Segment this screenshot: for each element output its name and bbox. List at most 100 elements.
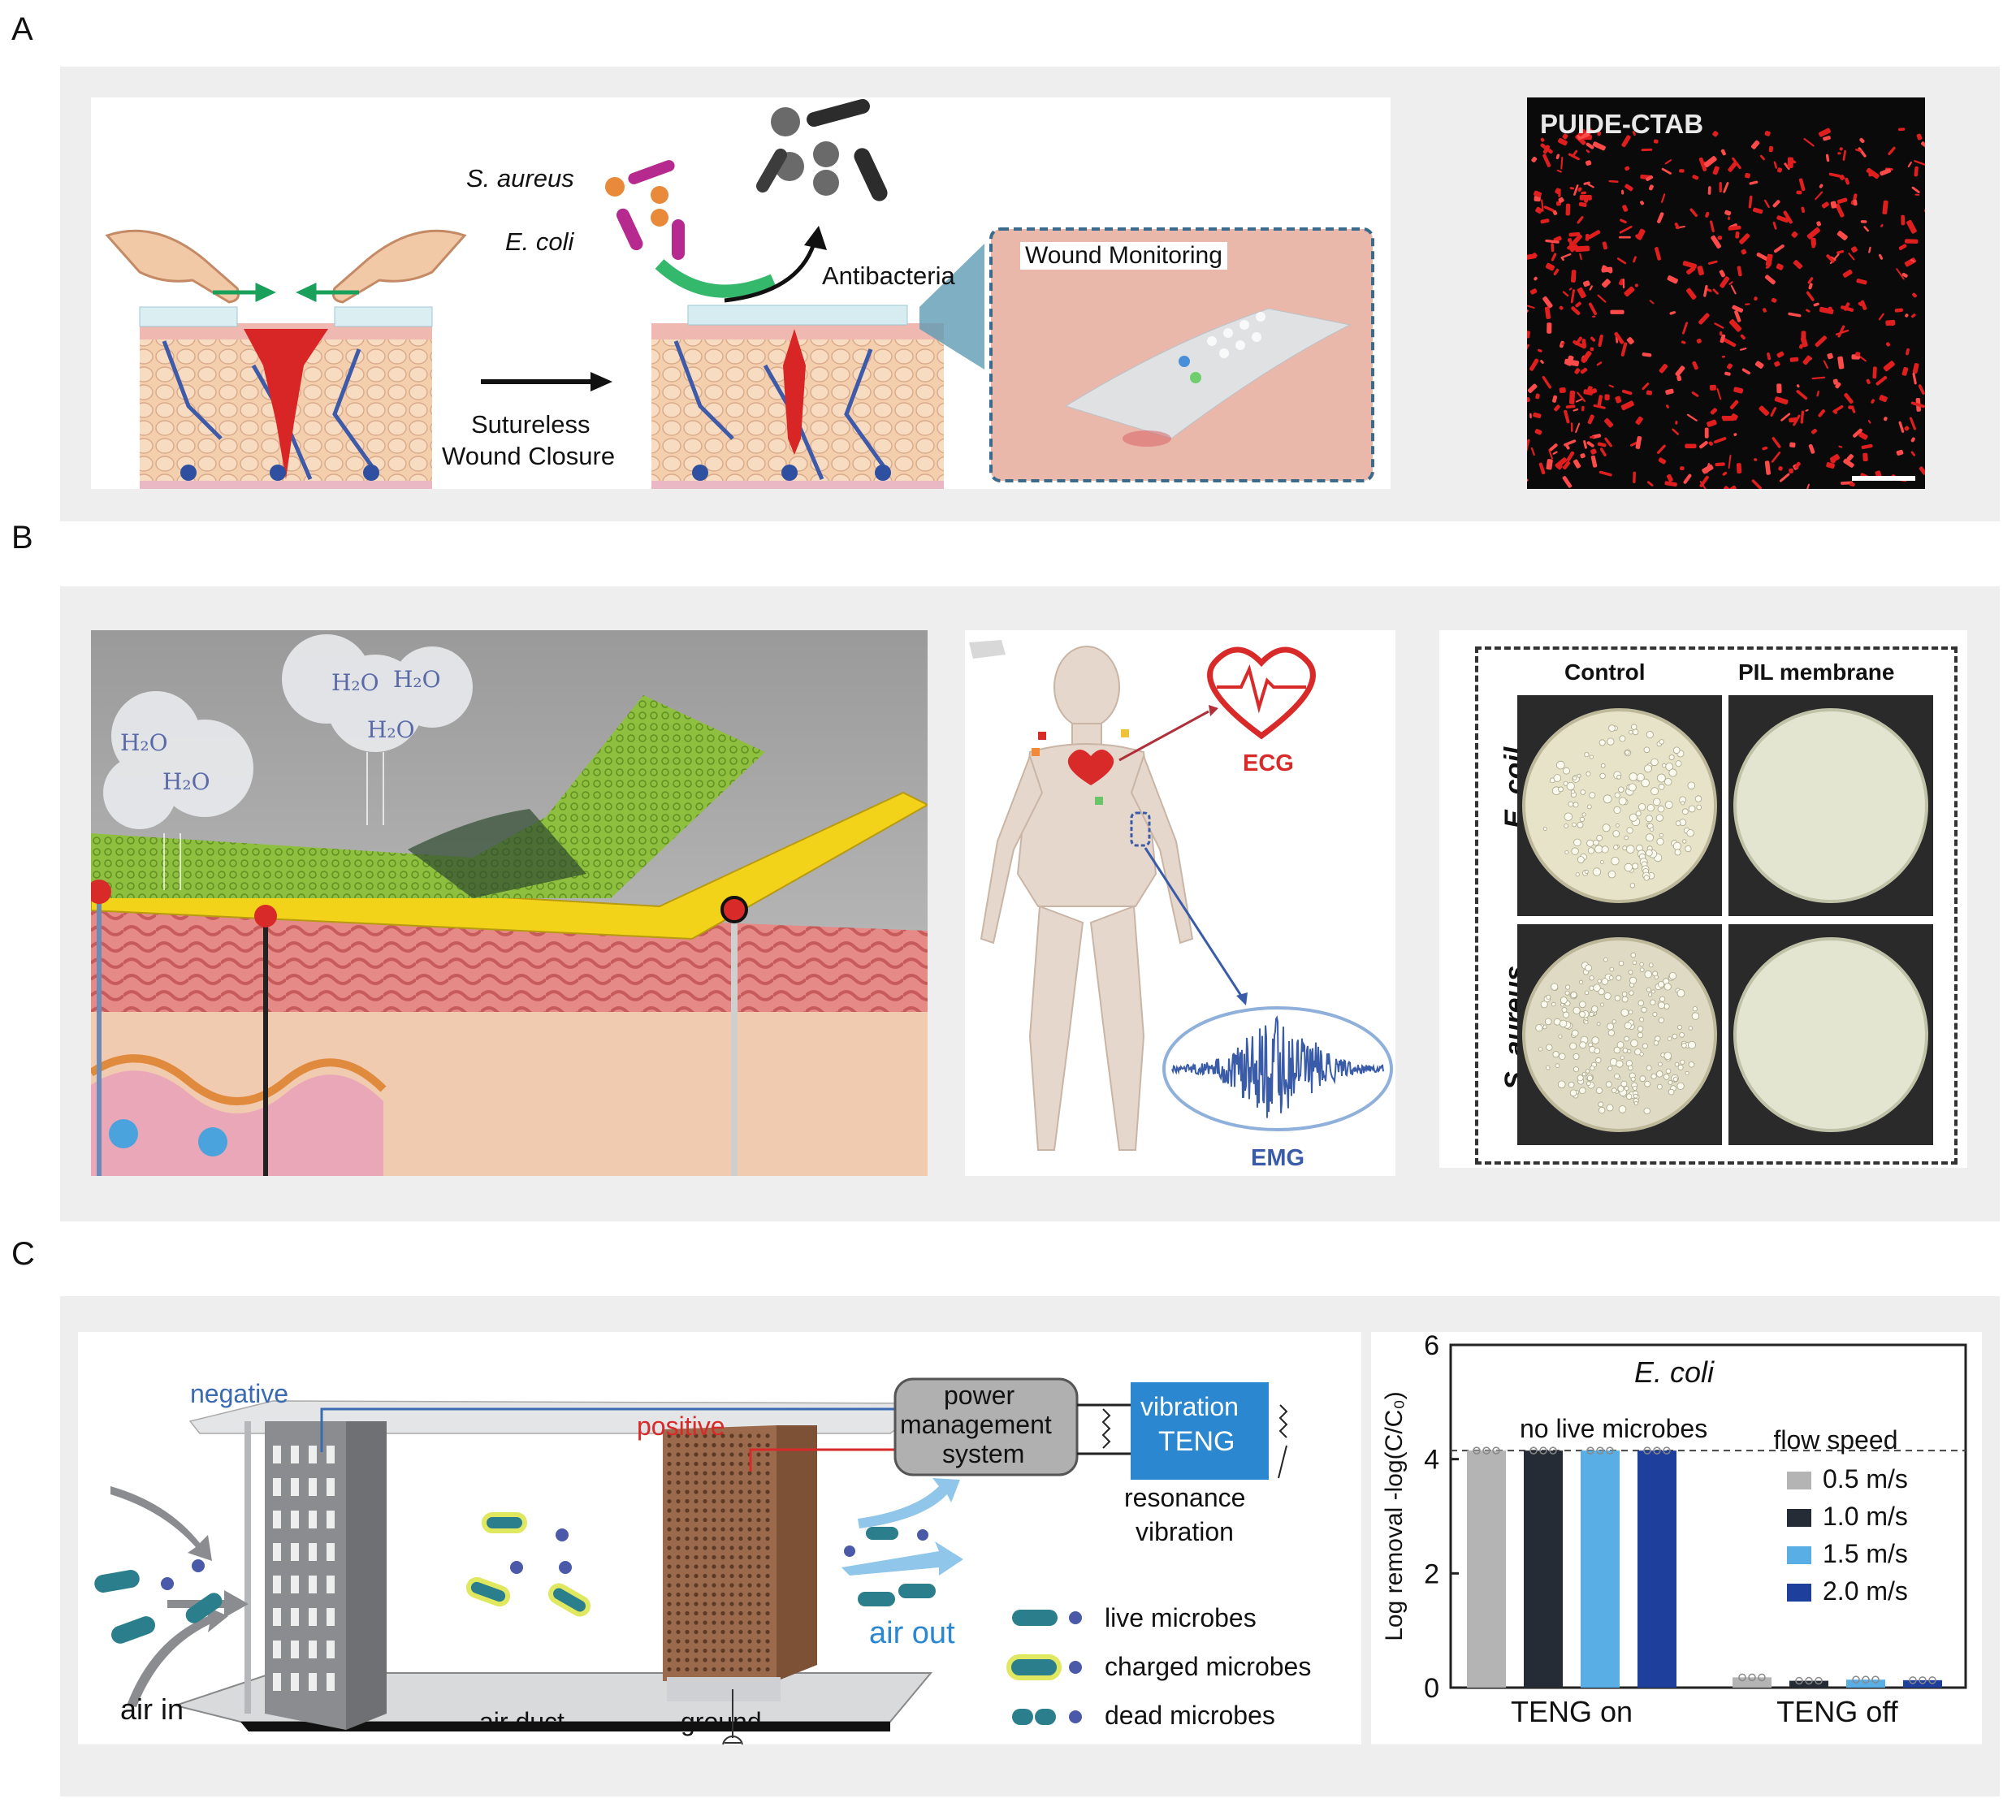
colony-dot (1692, 1006, 1698, 1012)
positive-label: positive (637, 1411, 725, 1441)
bacteria-speckle (1745, 172, 1750, 179)
bacteria-speckle (1707, 260, 1718, 265)
mesh-dot (720, 1480, 725, 1485)
bacteria-speckle (1808, 283, 1813, 290)
mesh-dot (685, 1667, 690, 1672)
colony-dot (1675, 820, 1681, 827)
mesh-dot (765, 1498, 770, 1504)
mesh-dot (667, 1471, 672, 1476)
colony-dot (1672, 841, 1681, 850)
bacteria-speckle (1720, 334, 1726, 344)
bacteria-speckle (1540, 360, 1544, 364)
mesh-dot (676, 1639, 681, 1644)
bacteria-speckle (1712, 131, 1719, 137)
bacteria-speckle (1741, 368, 1750, 375)
grid-hole (273, 1511, 281, 1528)
bacteria-speckle (1912, 372, 1917, 385)
colony-dot (1579, 816, 1586, 822)
bacteria-speckle (1768, 145, 1774, 153)
colony-dot (1620, 1080, 1628, 1087)
bacteria-speckle (1793, 260, 1803, 270)
bacteria-speckle (1854, 149, 1862, 153)
legend-dead-label: dead microbes (1105, 1701, 1275, 1730)
bacteria-speckle (1568, 231, 1581, 237)
colony-dot (1621, 991, 1628, 997)
bacteria-speckle (1796, 384, 1800, 388)
mesh-dot (738, 1527, 743, 1532)
mesh-dot (720, 1536, 725, 1541)
colony-dot (1616, 975, 1622, 981)
bacteria-speckle (1659, 364, 1668, 374)
mesh-dot (703, 1564, 707, 1569)
mesh-dot (747, 1592, 752, 1597)
bacteria-speckle (1563, 460, 1571, 470)
bacteria-speckle (1591, 315, 1596, 318)
mesh-dot (738, 1564, 743, 1569)
bacteria-speckle (1578, 201, 1587, 207)
colony-dot (1584, 1020, 1589, 1025)
colony-dot (1668, 768, 1677, 777)
bacteria-speckle (1672, 428, 1680, 435)
mesh-dot (729, 1620, 734, 1625)
colony-dot (1643, 1107, 1650, 1115)
colony-dot (1603, 992, 1612, 1000)
mesh-dot (676, 1433, 681, 1438)
mesh-dot (738, 1629, 743, 1635)
mesh-dot (747, 1639, 752, 1644)
mesh-dot (667, 1489, 672, 1494)
mesh-dot (676, 1442, 681, 1448)
bar (1733, 1677, 1772, 1688)
bacteria-speckle (1722, 471, 1728, 476)
mesh-dot (685, 1498, 690, 1504)
bacteria-speckle (1837, 152, 1841, 155)
colony-dot (1644, 1080, 1651, 1087)
data-point (1852, 1675, 1860, 1684)
mesh-dot (756, 1648, 761, 1654)
bacteria-speckle (1735, 231, 1740, 239)
bacteria-speckle (1821, 201, 1829, 209)
mesh-dot (712, 1480, 716, 1485)
bacteria-speckle (1602, 279, 1611, 288)
colony-dot (1674, 1061, 1680, 1067)
bacteria-speckle (1836, 197, 1848, 204)
colony-dot (1675, 760, 1682, 767)
colony-dot (1630, 724, 1637, 730)
bacteria-speckle (1558, 137, 1568, 146)
mesh-dot (676, 1554, 681, 1560)
bacteria-speckle (1562, 476, 1573, 488)
mesh-dot (685, 1433, 690, 1438)
mesh-dot (712, 1564, 716, 1569)
scale-bar (1852, 476, 1915, 481)
colony-dot (1630, 952, 1637, 958)
mesh-dot (765, 1489, 770, 1494)
bacteria-speckle (1728, 281, 1733, 285)
mesh-dot (747, 1545, 752, 1550)
colony-dot (1622, 1048, 1629, 1053)
colony-dot (1677, 1024, 1683, 1030)
colony-dot (1628, 783, 1637, 792)
bacteria-speckle (1703, 156, 1717, 168)
colony-dot (1674, 849, 1681, 856)
mesh-dot (756, 1610, 761, 1616)
grid-hole (291, 1608, 299, 1626)
grid-hole (273, 1576, 281, 1593)
bacteria-speckle (1910, 259, 1915, 262)
colony-dot (1546, 1066, 1551, 1070)
colony-dot (1657, 805, 1665, 813)
bacteria-speckle (1816, 390, 1819, 397)
bacteria-speckle (1739, 348, 1747, 351)
bacteria-speckle (1602, 241, 1607, 250)
colony-dot (1663, 1052, 1672, 1061)
colony-dot (1643, 746, 1650, 754)
colony-dot (1656, 773, 1666, 783)
bacteria-speckle (1597, 131, 1602, 136)
mesh-dot (694, 1554, 699, 1560)
mesh-dot (703, 1639, 707, 1644)
mesh-dot (738, 1545, 743, 1550)
annotation-label: no live microbes (1520, 1414, 1707, 1443)
colony-dot (1685, 845, 1692, 853)
bacteria-speckle (1665, 388, 1674, 396)
bacteria-speckle (1577, 287, 1586, 299)
bacteria-speckle (1724, 371, 1731, 376)
mesh-dot (765, 1554, 770, 1560)
